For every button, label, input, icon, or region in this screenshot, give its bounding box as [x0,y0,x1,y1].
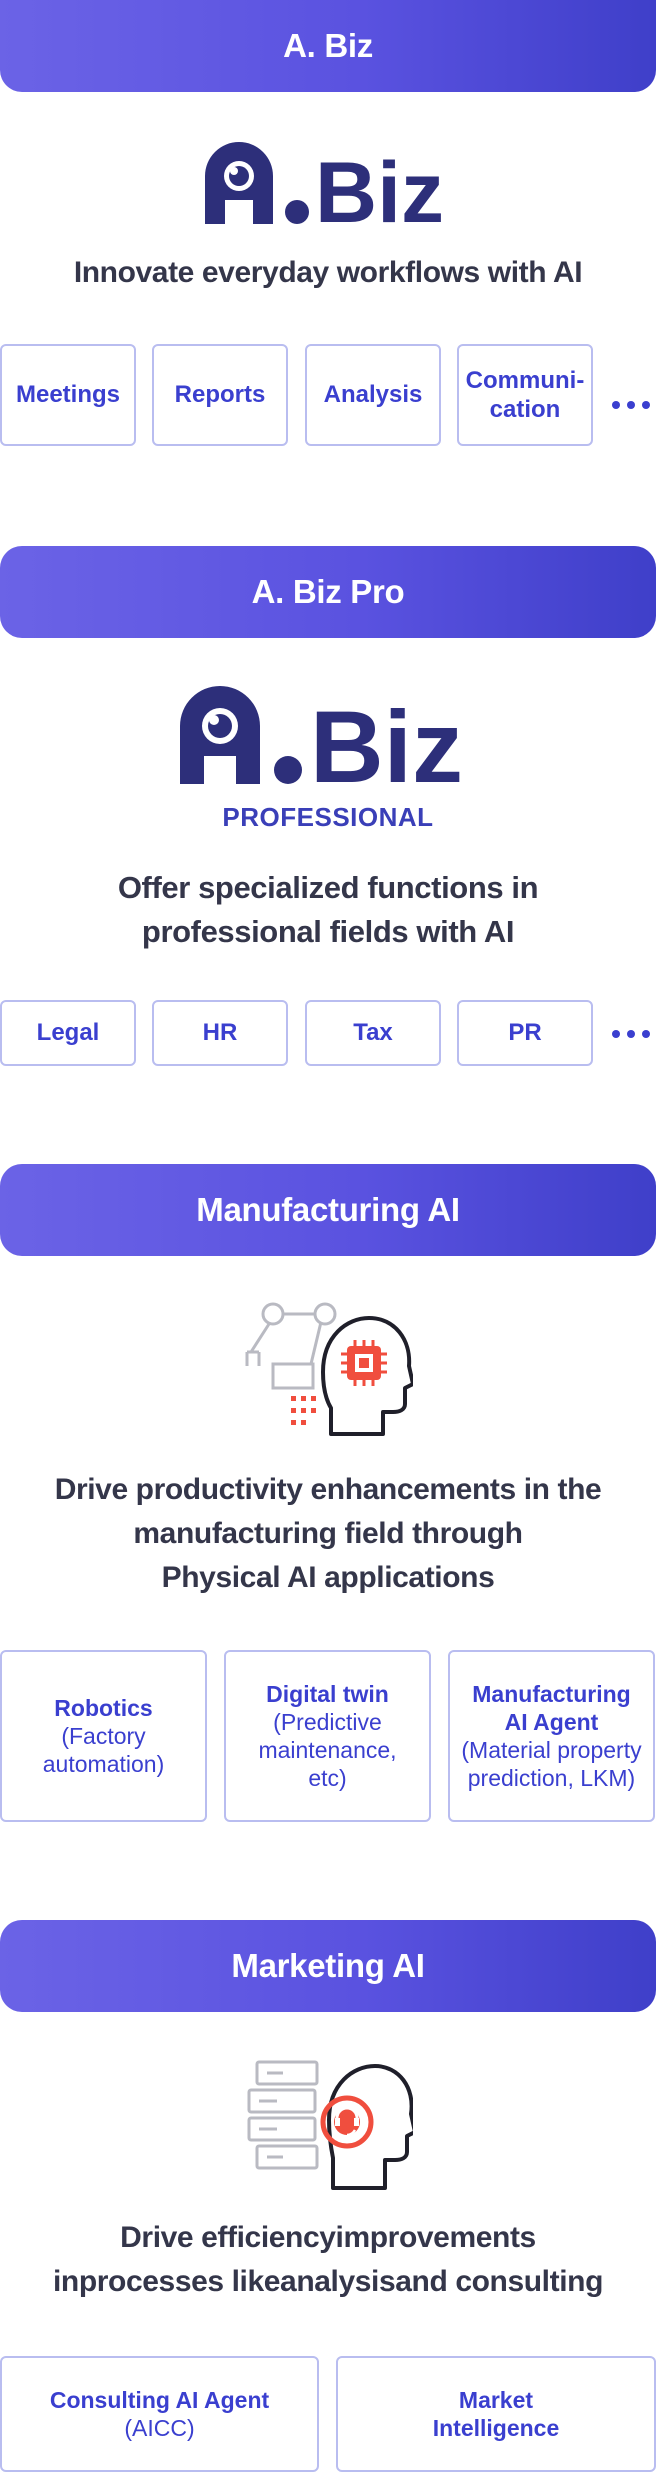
abiz-tagline: Innovate everyday workflows with AI [73,256,583,289]
tagline-line: Drive productivity enhancements in the [54,1473,602,1506]
manufacturing-tagline: Drive productivity enhancements in the m… [0,1468,656,1600]
card-title: Consulting AI Agent [49,2386,270,2413]
more-dots-icon [612,401,650,409]
tagline-line: manufacturing field through [133,1517,523,1550]
more-dots-icon [612,1030,650,1038]
abiz-pro-logo: Biz [0,684,656,784]
card-robotics: Robotics (Factory automation) [0,1650,207,1822]
chip-pr: PR [457,1000,593,1066]
chip-label: Analysis [323,381,423,409]
card-title: Manufacturing AI Agent [472,1680,631,1735]
section-header-abiz-pro: A. Biz Pro [0,546,656,638]
section-header-marketing: Marketing AI [0,1920,656,2012]
chip-tax: Tax [305,1000,441,1066]
abiz-pro-tagline: Offer specialized functions in professio… [0,866,656,954]
chip-label: Tax [353,1019,393,1047]
server-head-headset-icon [247,2060,413,2190]
section-header-title: Manufacturing AI [196,1191,460,1228]
abiz-pro-logo-text: Biz [310,690,463,784]
section-header-manufacturing: Manufacturing AI [0,1164,656,1256]
card-title: Robotics [54,1694,153,1721]
section-header-title: Marketing AI [231,1947,425,1984]
card-title: Market Intelligence [432,2386,560,2441]
chip-reports: Reports [152,344,288,446]
chip-analysis: Analysis [305,344,441,446]
card-sub: (Factory automation) [42,1722,165,1778]
abiz-logo-text: Biz [315,145,444,224]
chip-label: Reports [174,381,266,409]
chip-communication: Communi- cation [457,344,593,446]
manufacturing-icon-wrap [0,1300,656,1436]
marketing-icon-wrap [0,2054,656,2190]
card-sub: (AICC) [124,2415,195,2441]
chip-label: Communi- cation [465,366,585,423]
card-market-intelligence: Market Intelligence [336,2356,656,2472]
tagline-line: Physical AI applications [161,1561,495,1594]
section-header-title: A. Biz [283,27,373,64]
chip-legal: Legal [0,1000,136,1066]
tagline-line: Drive efficiencyimprovements [120,2221,536,2254]
chip-label: HR [202,1019,238,1047]
abiz-pro-logo-mark: Biz [180,686,463,784]
card-sub: (Material property prediction, LKM) [461,1737,642,1792]
card-sub: (Predictive maintenance, etc) [258,1708,397,1792]
tagline-line: inprocesses likeanalysisand consulting [52,2265,603,2298]
abiz-pro-subtitle: PROFESSIONAL [222,802,434,832]
chip-hr: HR [152,1000,288,1066]
marketing-tagline: Drive efficiencyimprovements inprocesses… [0,2216,656,2304]
card-title: Digital twin [266,1680,389,1707]
tagline-line: Offer specialized functions in [117,870,539,905]
chip-label: PR [508,1019,542,1047]
tagline-line: professional fields with AI [141,914,515,949]
chip-meetings: Meetings [0,344,136,446]
robot-arm-head-chip-icon [245,1302,413,1436]
card-digital-twin: Digital twin (Predictive maintenance, et… [224,1650,431,1822]
card-consulting-agent: Consulting AI Agent (AICC) [0,2356,319,2472]
abiz-logo-mark: Biz [205,142,444,224]
section-header-abiz: A. Biz [0,0,656,92]
section-header-title: A. Biz Pro [251,573,405,610]
abiz-logo: Biz [0,140,656,224]
card-manufacturing-agent: Manufacturing AI Agent (Material propert… [448,1650,655,1822]
chip-label: Legal [36,1019,100,1047]
chip-label: Meetings [15,381,120,409]
